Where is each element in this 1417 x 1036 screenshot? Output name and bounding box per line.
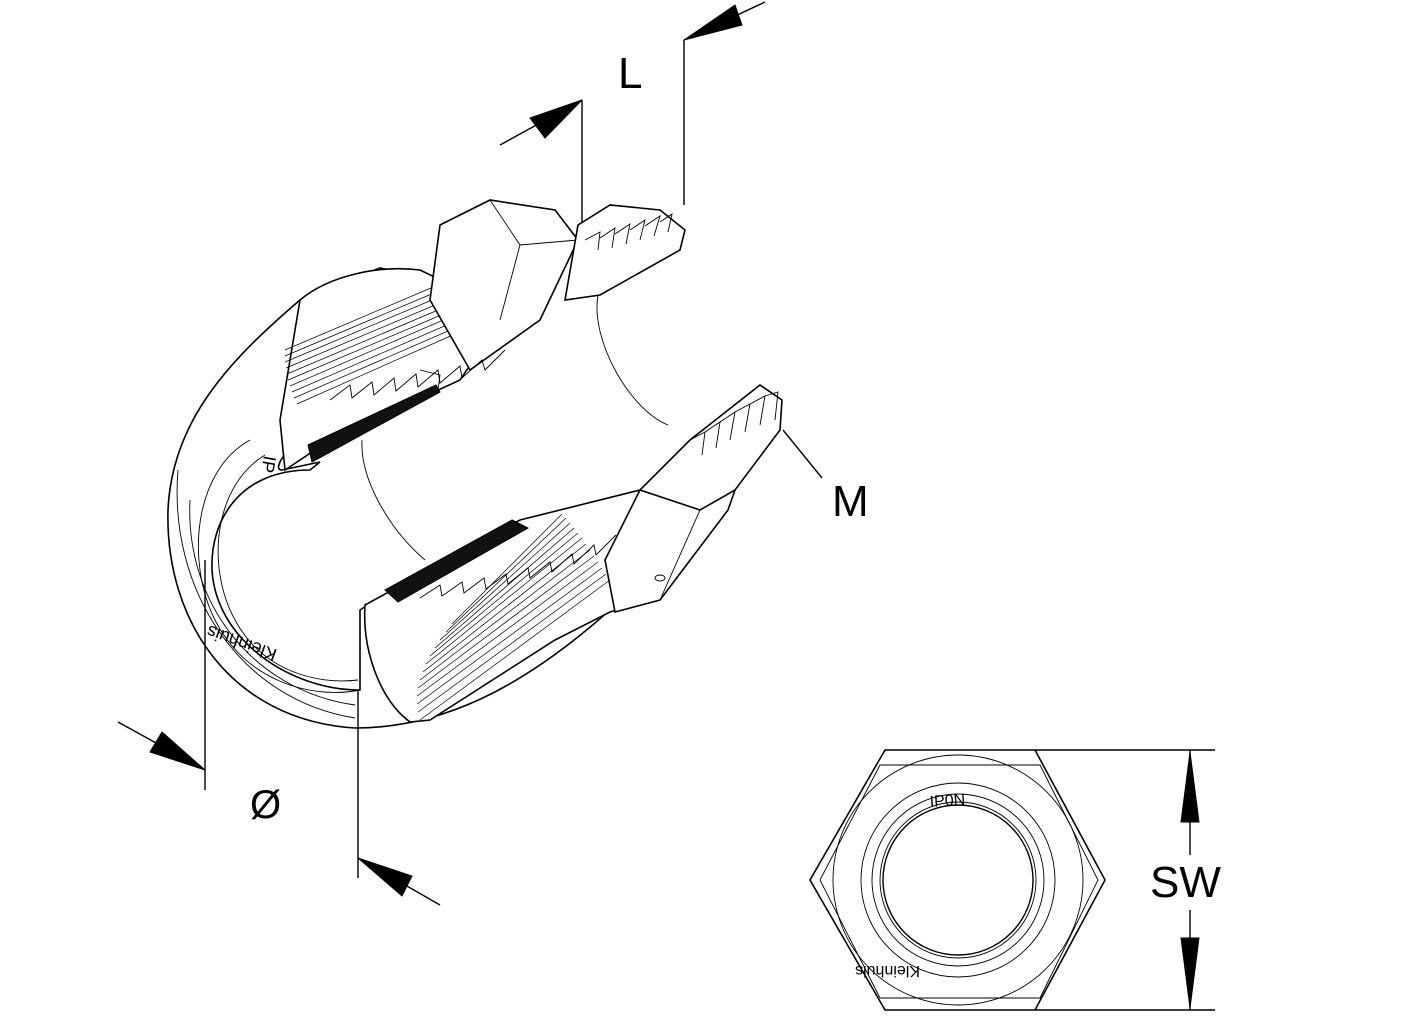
arrow-diameter-left: [149, 731, 206, 771]
rating-text-front: IP0N: [929, 792, 966, 811]
inner-bore-upper: [596, 294, 669, 426]
brand-text-front: Kleinhuis: [855, 962, 920, 979]
dimension-M: M: [782, 429, 869, 526]
arrow-diameter-right: [357, 857, 413, 897]
dimension-L: L: [499, 1, 766, 222]
upper-thread-tip: [564, 204, 686, 301]
bore-ring: [882, 804, 1034, 956]
cap-inner-ring-3: [189, 499, 356, 706]
dimension-SW: SW: [1035, 749, 1221, 1011]
cap-inner-ring-4: [176, 469, 356, 719]
arrow-L-right: [683, 4, 743, 41]
lower-inner-teeth: [419, 534, 617, 599]
rating-text-iso: IP: [257, 454, 280, 474]
seal-inner-ring: [879, 801, 1037, 959]
dimension-diameter: Ø: [117, 560, 441, 906]
upper-hex-nut: [429, 199, 579, 372]
label-diameter: Ø: [250, 783, 281, 827]
cap-inner-ring-2: [217, 454, 359, 682]
arrow-SW-bottom: [1180, 937, 1200, 1009]
label-M: M: [832, 477, 869, 526]
upper-thread-teeth: [584, 213, 673, 251]
cutaway-gland-view: Kleinhuis IP L M Ø: [117, 1, 869, 906]
front-view-hex: IP0N Kleinhuis SW: [809, 749, 1221, 1011]
hex-outline: [809, 749, 1106, 1011]
lower-thread-teeth: [689, 391, 779, 456]
upper-knurl-hatch: [284, 281, 465, 405]
hex-outer-ring: [832, 754, 1084, 1006]
hex-chamfer: [819, 764, 1099, 999]
upper-inner-teeth: [329, 349, 506, 401]
label-SW: SW: [1150, 858, 1221, 907]
nut-face-ring: [860, 782, 1056, 978]
upper-seal-insert: [307, 384, 441, 463]
seal-outer-ring: [871, 793, 1045, 967]
lower-seal-insert: [384, 519, 530, 603]
cap-inner-ring-1: [198, 439, 361, 693]
arrow-L-left: [529, 99, 583, 139]
lower-knurl-hatch: [416, 513, 611, 721]
label-L: L: [618, 49, 642, 98]
inner-bore-lower: [361, 439, 426, 561]
arrow-SW-top: [1180, 751, 1200, 823]
